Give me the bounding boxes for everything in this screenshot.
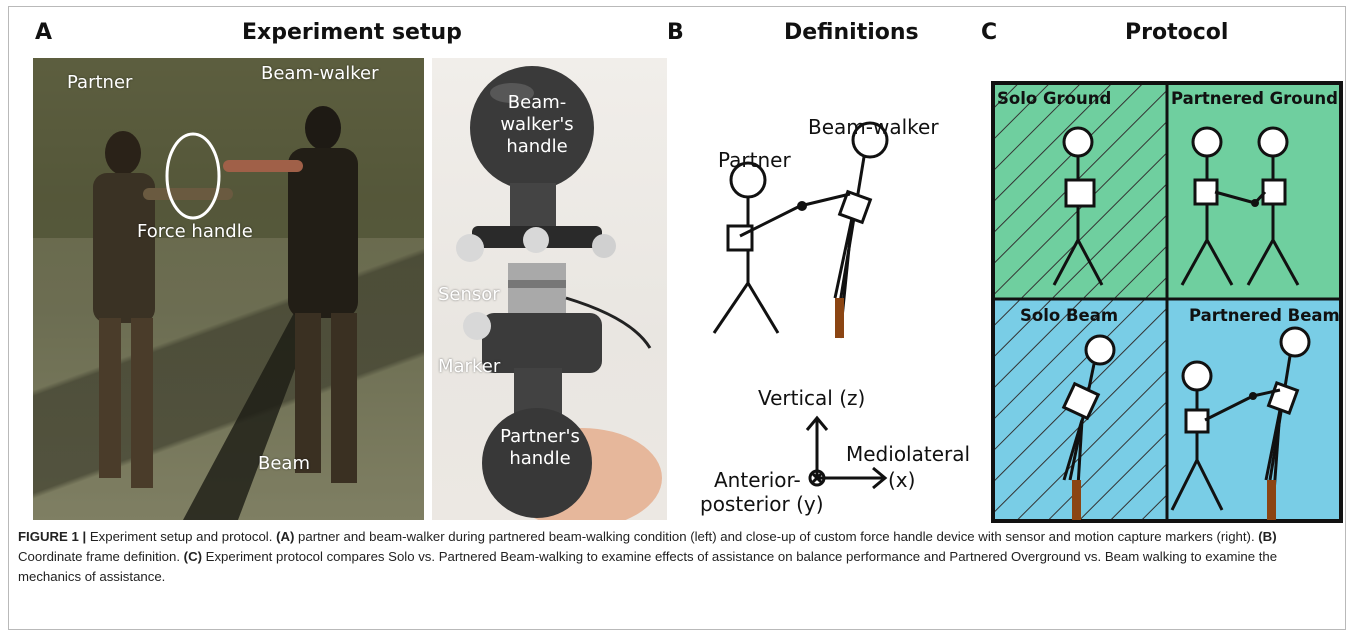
panel-b-letter: B [667, 20, 684, 45]
force-handle-label: Force handle [137, 221, 253, 242]
panel-a-title: Experiment setup [242, 20, 462, 45]
marker-label: Marker [438, 356, 501, 377]
definitions-diagram [712, 121, 889, 490]
figure-caption: FIGURE 1 | Experiment setup and protocol… [18, 527, 1338, 587]
panel-a-letter: A [35, 20, 53, 45]
solo-beam-label: Solo Beam [1020, 306, 1119, 325]
solo-beam-leg [1072, 480, 1081, 520]
partner-handle-label: Partner's handle [500, 426, 580, 469]
partner-label: Partner [67, 72, 133, 93]
caption-ref-a: (A) [276, 529, 295, 544]
panel-c-letter: C [981, 20, 998, 45]
scene-illustration [33, 58, 424, 520]
caption-text-0: Experiment setup and protocol. [86, 529, 277, 544]
stick-figures [1052, 126, 1311, 521]
handle-device-illustration [456, 66, 662, 520]
figure-frame [8, 6, 1346, 630]
caption-text-3: Experiment protocol compares Solo vs. Pa… [18, 549, 1278, 584]
panel-c-title: Protocol [1125, 20, 1229, 45]
beam-walker-diagram-label: Beam-walker [808, 115, 939, 139]
anterior-label: Anterior- [714, 468, 801, 492]
caption-text-2: Coordinate frame definition. [18, 549, 184, 564]
caption-lead: FIGURE 1 | [18, 529, 87, 544]
beam-label: Beam [258, 453, 310, 474]
sensor-label: Sensor [438, 284, 500, 305]
caption-text-1: partner and beam-walker during partnered… [294, 529, 1259, 544]
caption-ref-b: (B) [1258, 529, 1277, 544]
vertical-axis-label: Vertical (z) [758, 386, 866, 410]
beam-walker-handle-label: Beam- walker's handle [500, 92, 574, 157]
caption-ref-c: (C) [183, 549, 202, 564]
solo-ground-label: Solo Ground [997, 89, 1112, 108]
mediolateral-axis-label: Mediolateral [846, 442, 971, 466]
protocol-grid [991, 81, 1343, 523]
partnered-beam-leg [1267, 480, 1276, 520]
posterior-label: posterior (y) [700, 492, 824, 516]
beam-walker-label: Beam-walker [261, 63, 379, 84]
x-axis-label: (x) [888, 468, 916, 492]
handle-photo: Beam- walker's handle Sensor Marker Part… [432, 58, 667, 520]
partner-diagram-label: Partner [718, 148, 791, 172]
partnered-beam-label: Partnered Beam [1189, 306, 1340, 325]
partnered-ground-label: Partnered Ground [1171, 89, 1338, 108]
panel-b-title: Definitions [784, 20, 919, 45]
experiment-photo: Partner Beam-walker Force handle Beam [33, 58, 424, 520]
